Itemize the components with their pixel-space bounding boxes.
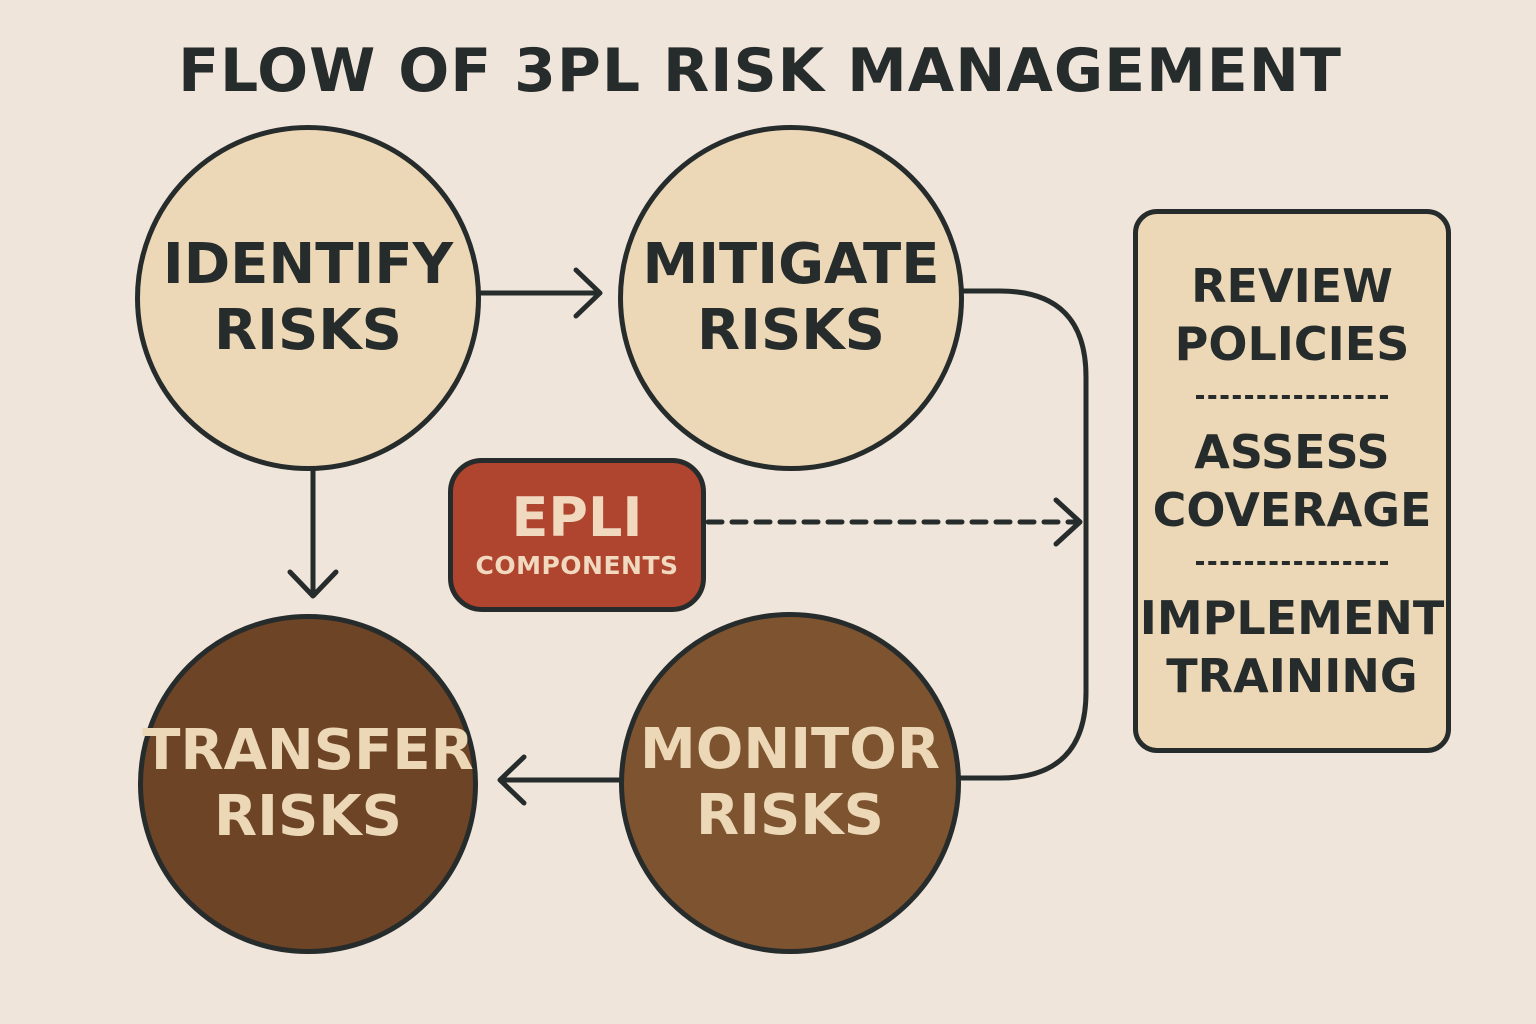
step-review-line1: REVIEW: [1191, 259, 1393, 313]
diagram-title: FLOW OF 3PL RISK MANAGEMENT: [178, 36, 1342, 106]
arrowhead-monitor-to-transfer: [497, 754, 527, 806]
dashed-arrowhead-epli: [1053, 497, 1083, 547]
action-steps-box: REVIEW POLICIES ASSESS COVERAGE IMPLEMEN…: [1133, 209, 1451, 753]
node-identify-risks: IDENTIFY RISKS: [135, 125, 481, 471]
step-implement-line1: IMPLEMENT: [1139, 591, 1445, 645]
dashed-divider: [1196, 395, 1388, 399]
step-implement-line2: TRAINING: [1166, 649, 1418, 703]
step-review-line2: POLICIES: [1174, 317, 1410, 371]
step-assess-line1: ASSESS: [1194, 425, 1390, 479]
node-identify-line1: IDENTIFY: [162, 232, 454, 297]
node-transfer-risks: TRANSFER RISKS: [138, 614, 478, 954]
node-mitigate-line2: RISKS: [696, 298, 885, 363]
node-monitor-line1: MONITOR: [640, 717, 940, 782]
node-mitigate-line1: MITIGATE: [642, 232, 940, 297]
connector-mitigate-to-monitor: [958, 288, 1089, 781]
node-monitor-line2: RISKS: [695, 783, 884, 848]
node-monitor-risks: MONITOR RISKS: [619, 612, 961, 954]
node-transfer-line2: RISKS: [213, 784, 402, 849]
epli-components-box: EPLI COMPONENTS: [448, 458, 706, 612]
arrowhead-identify-to-mitigate: [573, 267, 603, 319]
node-identify-line2: RISKS: [213, 298, 402, 363]
epli-label: EPLI: [511, 486, 643, 549]
node-mitigate-risks: MITIGATE RISKS: [618, 125, 964, 471]
dashed-divider: [1196, 561, 1388, 565]
step-assess-line2: COVERAGE: [1152, 483, 1432, 537]
node-transfer-line1: TRANSFER: [142, 718, 474, 783]
step-implement-training: IMPLEMENT TRAINING: [1140, 589, 1444, 705]
epli-sublabel: COMPONENTS: [475, 551, 679, 580]
step-review-policies: REVIEW POLICIES: [1175, 257, 1410, 373]
arrowhead-identify-to-transfer: [287, 569, 339, 599]
step-assess-coverage: ASSESS COVERAGE: [1153, 423, 1432, 539]
